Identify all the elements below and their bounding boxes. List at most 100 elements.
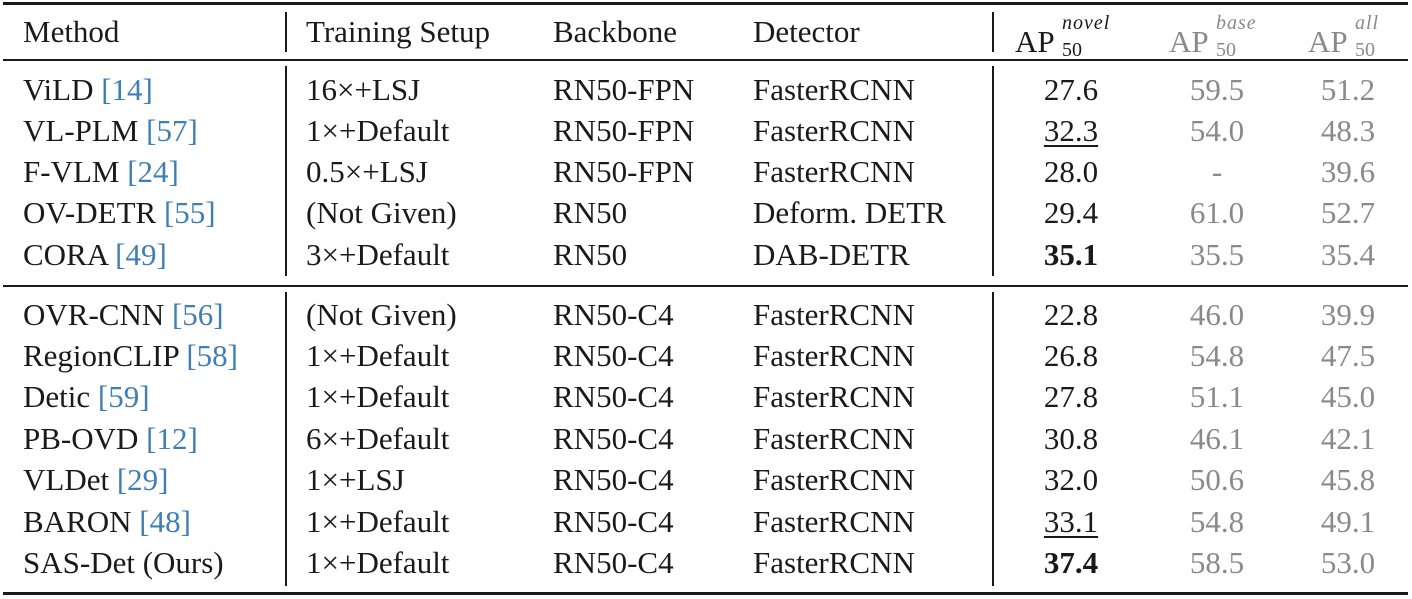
backbone-cell: RN50-FPN <box>553 154 695 189</box>
setup-cell: 0.5×+LSJ <box>306 154 428 189</box>
ap-all-cell: 39.6 <box>1320 154 1376 189</box>
ap-novel-cell: 27.8 <box>1043 379 1099 414</box>
detector-cell: FasterRCNN <box>753 154 915 189</box>
ap-novel-cell: 22.8 <box>1043 297 1099 332</box>
ap-all-cell: 42.1 <box>1320 421 1376 456</box>
detector-cell: DAB-DETR <box>753 237 910 272</box>
citation: [29] <box>116 462 169 497</box>
method-cell: Detic [59] <box>23 379 150 414</box>
ap-novel-cell: 27.6 <box>1043 72 1099 107</box>
header-row: Method Training Setup Backbone Detector … <box>3 12 1408 60</box>
detector-cell: Deform. DETR <box>753 195 946 230</box>
detector-cell: FasterRCNN <box>753 462 915 497</box>
table-row: RegionCLIP [58] 1×+Default RN50-C4 Faste… <box>3 336 1408 376</box>
detector-cell: FasterRCNN <box>753 72 915 107</box>
header-backbone: Backbone <box>553 14 677 49</box>
citation: [58] <box>186 338 238 373</box>
ap-all-cell: 53.0 <box>1320 545 1376 580</box>
ap-base-cell: 61.0 <box>1189 195 1245 230</box>
ap-base-cell: 54.8 <box>1189 338 1245 373</box>
citation: [57] <box>146 113 198 148</box>
ap-base-cell: - <box>1211 154 1223 189</box>
header-training-setup: Training Setup <box>306 14 491 49</box>
backbone-cell: RN50-C4 <box>553 421 674 456</box>
ap-column-divider <box>992 292 994 586</box>
backbone-cell: RN50 <box>553 237 628 272</box>
setup-cell: (Not Given) <box>306 297 457 332</box>
header-method: Method <box>23 14 120 49</box>
ap-column-divider <box>992 66 994 276</box>
table-row: BARON [48] 1×+Default RN50-C4 FasterRCNN… <box>3 502 1408 542</box>
setup-cell: 6×+Default <box>306 421 450 456</box>
table-row: PB-OVD [12] 6×+Default RN50-C4 FasterRCN… <box>3 419 1408 459</box>
setup-cell: 1×+Default <box>306 545 450 580</box>
citation: [12] <box>146 421 198 456</box>
method-cell: ViLD [14] <box>23 72 153 107</box>
citation: [24] <box>127 154 179 189</box>
ap-all-cell: 51.2 <box>1320 72 1376 107</box>
method-cell: BARON [48] <box>23 504 191 539</box>
table-row: CORA [49] 3×+Default RN50 DAB-DETR 35.1 … <box>3 235 1408 275</box>
table-row: VLDet [29] 1×+LSJ RN50-C4 FasterRCNN 32.… <box>3 460 1408 500</box>
setup-cell: 16×+LSJ <box>306 72 421 107</box>
ap-all-cell: 52.7 <box>1320 195 1376 230</box>
setup-cell: (Not Given) <box>306 195 457 230</box>
citation: [48] <box>139 504 191 539</box>
ap-base-cell: 50.6 <box>1189 462 1245 497</box>
ap-novel-cell: 32.3 <box>1043 113 1099 148</box>
ap-base-cell: 54.0 <box>1189 113 1245 148</box>
ap-base-cell: 54.8 <box>1189 504 1245 539</box>
group-separator-rule <box>3 285 1408 287</box>
setup-cell: 1×+LSJ <box>306 462 405 497</box>
header-rule <box>3 59 1408 61</box>
citation: [14] <box>101 72 153 107</box>
setup-cell: 1×+Default <box>306 379 450 414</box>
method-cell: VL-PLM [57] <box>23 113 198 148</box>
backbone-cell: RN50-C4 <box>553 462 674 497</box>
ap-novel-cell: 37.4 <box>1043 545 1099 580</box>
backbone-cell: RN50-C4 <box>553 297 674 332</box>
ap-base-cell: 51.1 <box>1189 379 1245 414</box>
backbone-cell: RN50 <box>553 195 628 230</box>
method-column-divider <box>285 292 287 586</box>
ap-novel-cell: 29.4 <box>1043 195 1099 230</box>
table-row: Detic [59] 1×+Default RN50-C4 FasterRCNN… <box>3 377 1408 417</box>
ap-column-divider <box>992 12 994 52</box>
table-row: F-VLM [24] 0.5×+LSJ RN50-FPN FasterRCNN … <box>3 152 1408 192</box>
method-column-divider <box>285 12 287 52</box>
method-cell: RegionCLIP [58] <box>23 338 238 373</box>
method-cell: OV-DETR [55] <box>23 195 216 230</box>
table-row: OVR-CNN [56] (Not Given) RN50-C4 FasterR… <box>3 295 1408 335</box>
ap-all-cell: 45.0 <box>1320 379 1376 414</box>
header-ap-base: AP base 50 <box>1169 12 1257 61</box>
setup-cell: 1×+Default <box>306 113 450 148</box>
detector-cell: FasterRCNN <box>753 504 915 539</box>
method-cell: OVR-CNN [56] <box>23 297 224 332</box>
backbone-cell: RN50-C4 <box>553 504 674 539</box>
detector-cell: FasterRCNN <box>753 379 915 414</box>
backbone-cell: RN50-C4 <box>553 379 674 414</box>
ap-base-cell: 59.5 <box>1189 72 1245 107</box>
setup-cell: 3×+Default <box>306 237 450 272</box>
table-row: SAS-Det (Ours) 1×+Default RN50-C4 Faster… <box>3 543 1408 583</box>
method-cell: PB-OVD [12] <box>23 421 198 456</box>
results-table: Method Training Setup Backbone Detector … <box>3 0 1408 599</box>
ap-novel-cell: 28.0 <box>1043 154 1099 189</box>
detector-cell: FasterRCNN <box>753 545 915 580</box>
setup-cell: 1×+Default <box>306 338 450 373</box>
table-row: ViLD [14] 16×+LSJ RN50-FPN FasterRCNN 27… <box>3 70 1408 110</box>
header-ap-novel: AP novel 50 <box>1015 12 1111 61</box>
method-cell: SAS-Det (Ours) <box>23 545 224 580</box>
ap-all-cell: 35.4 <box>1320 237 1376 272</box>
citation: [56] <box>171 297 224 332</box>
method-cell: CORA [49] <box>23 237 167 272</box>
ap-base-cell: 46.1 <box>1189 421 1245 456</box>
citation: [49] <box>115 237 167 272</box>
backbone-cell: RN50-FPN <box>553 113 695 148</box>
table-row: VL-PLM [57] 1×+Default RN50-FPN FasterRC… <box>3 111 1408 151</box>
table-row: OV-DETR [55] (Not Given) RN50 Deform. DE… <box>3 193 1408 233</box>
backbone-cell: RN50-C4 <box>553 545 674 580</box>
ap-all-cell: 49.1 <box>1320 504 1376 539</box>
detector-cell: FasterRCNN <box>753 421 915 456</box>
detector-cell: FasterRCNN <box>753 113 915 148</box>
